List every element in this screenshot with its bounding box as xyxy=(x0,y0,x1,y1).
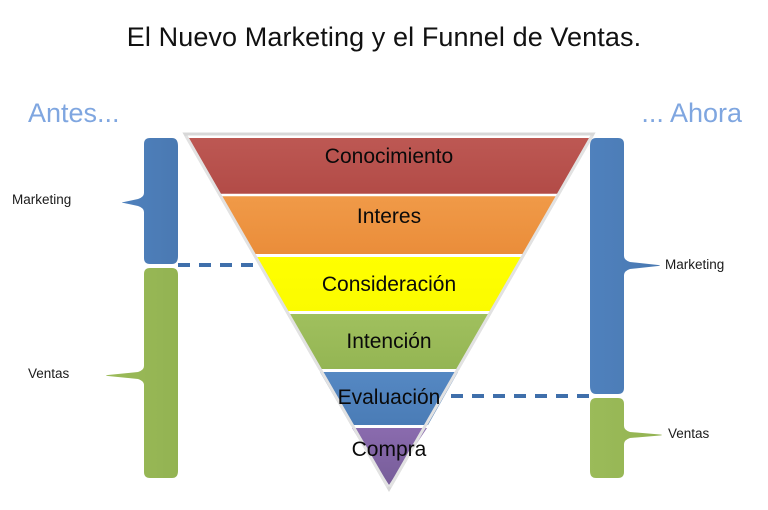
funnel-band-consideracion xyxy=(256,257,522,311)
funnel-band-interes xyxy=(222,196,556,254)
right-bracket-ventas xyxy=(590,398,662,478)
funnel-edge-highlight xyxy=(184,135,594,488)
funnel-band-evaluacion xyxy=(320,372,458,425)
left-bracket-ventas xyxy=(106,268,178,478)
page-title: El Nuevo Marketing y el Funnel de Ventas… xyxy=(126,22,642,52)
funnel-band-intencion xyxy=(288,314,490,369)
funnel-band-compra xyxy=(352,428,427,485)
right-bracket-marketing xyxy=(590,138,660,394)
era-label-after: ... Ahora xyxy=(641,98,742,128)
left-bracket-label-marketing: Marketing xyxy=(12,192,72,207)
funnel-bands xyxy=(189,138,589,485)
funnel-band-conocimiento xyxy=(189,138,589,194)
right-bracket-label-ventas: Ventas xyxy=(668,426,710,441)
funnel-band-dividers xyxy=(221,193,557,428)
era-label-before: Antes... xyxy=(28,98,120,128)
left-bracket-marketing xyxy=(122,138,178,264)
left-bracket-label-ventas: Ventas xyxy=(28,366,70,381)
right-bracket-label-marketing: Marketing xyxy=(665,257,725,272)
